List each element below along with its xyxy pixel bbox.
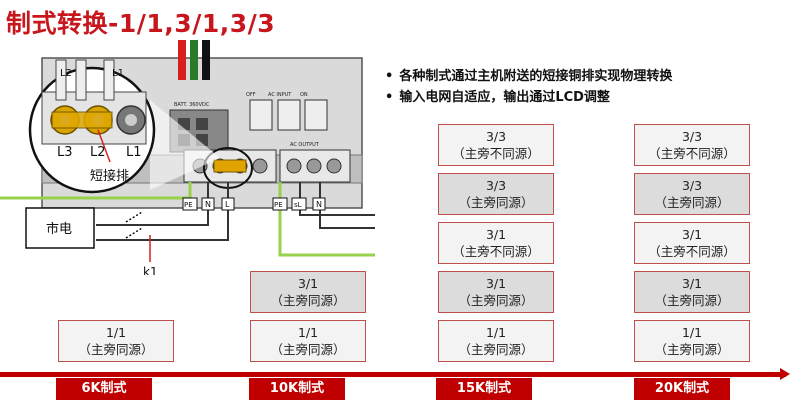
short-bar	[213, 159, 247, 173]
ac-output-label: AC OUTPUT	[290, 142, 320, 148]
mode-source: （主旁同源）	[270, 293, 346, 308]
mode-source: （主旁同源）	[458, 293, 534, 308]
mode-box: 1/1 （主旁同源）	[438, 320, 554, 362]
mode-ratio: 1/1	[105, 325, 127, 340]
mode-source: （主旁同源）	[654, 195, 730, 210]
green-probe	[190, 40, 198, 80]
mode-source: （主旁不同源）	[452, 146, 540, 161]
mode-source: （主旁同源）	[458, 342, 534, 357]
zoom-top-l1: L1	[112, 68, 124, 79]
batt-label: BATT. 360VDC	[174, 102, 210, 108]
red-probe	[178, 40, 186, 80]
mode-box: 1/1 （主旁同源）	[250, 320, 366, 362]
ac-input-label: AC INPUT	[268, 92, 292, 98]
term-pe-out: PE	[274, 201, 283, 209]
mode-source: （主旁同源）	[654, 293, 730, 308]
mode-source: （主旁同源）	[654, 342, 730, 357]
mode-box: 3/1 （主旁同源）	[250, 271, 366, 313]
mode-source: （主旁不同源）	[648, 244, 736, 259]
mode-box: 3/1 （主旁同源）	[438, 271, 554, 313]
mode-ratio: 1/1	[485, 325, 507, 340]
bullet-item: 各种制式通过主机附送的短接铜排实现物理转换	[385, 66, 672, 87]
wiring-diagram: BATT. 360VDC OFF AC INPUT ON AC OUTPUT L…	[0, 40, 375, 275]
off-label: OFF	[246, 92, 256, 98]
axis-arrow-icon	[780, 368, 790, 380]
term-pe-in: PE	[184, 201, 193, 209]
mode-ratio: 3/1	[485, 227, 507, 242]
term-n-out: N	[316, 200, 322, 209]
mode-ratio: 1/1	[681, 325, 703, 340]
mode-ratio: 3/1	[297, 276, 319, 291]
page-title: 制式转换-1/1,3/1,3/3	[6, 9, 276, 38]
on-label: ON	[300, 92, 308, 98]
mode-ratio: 1/1	[297, 325, 319, 340]
mode-box: 3/3 （主旁不同源）	[634, 124, 750, 166]
mode-box: 3/1 （主旁同源）	[634, 271, 750, 313]
bullet-list: 各种制式通过主机附送的短接铜排实现物理转换 输入电网自适应，输出通过LCD调整	[385, 66, 672, 108]
mode-box: 3/3 （主旁同源）	[438, 173, 554, 215]
mode-ratio: 3/3	[681, 178, 703, 193]
mode-label: 20K制式	[634, 378, 730, 400]
mode-source: （主旁同源）	[458, 195, 534, 210]
zoom-l2: L2	[90, 145, 106, 160]
mode-box: 3/1 （主旁不同源）	[438, 222, 554, 264]
term-sl-out: sL	[294, 201, 302, 209]
zoom-l3: L3	[57, 145, 73, 160]
timeline-axis	[0, 372, 786, 377]
zoom-top-l2: L2	[60, 68, 72, 79]
mode-ratio: 3/3	[485, 178, 507, 193]
term-n-in: N	[205, 200, 211, 209]
mode-ratio: 3/1	[681, 227, 703, 242]
zoom-l1: L1	[126, 145, 142, 160]
mode-label: 15K制式	[436, 378, 532, 400]
bullet-item: 输入电网自适应，输出通过LCD调整	[385, 87, 672, 108]
mode-ratio: 3/1	[485, 276, 507, 291]
mode-ratio: 3/3	[681, 129, 703, 144]
mode-source: （主旁不同源）	[648, 146, 736, 161]
mode-source: （主旁同源）	[270, 342, 346, 357]
mode-box: 3/3 （主旁不同源）	[438, 124, 554, 166]
mode-box: 3/1 （主旁不同源）	[634, 222, 750, 264]
mode-box: 3/3 （主旁同源）	[634, 173, 750, 215]
mode-source: （主旁同源）	[78, 342, 154, 357]
switch-label: k1	[143, 265, 158, 275]
mode-label: 10K制式	[249, 378, 345, 400]
mode-ratio: 3/1	[681, 276, 703, 291]
grid-box	[25, 207, 95, 249]
grid-label: 市电	[46, 221, 72, 237]
term-l-in: L	[225, 200, 230, 209]
mode-label: 6K制式	[56, 378, 152, 400]
mode-source: （主旁不同源）	[452, 244, 540, 259]
mode-box: 1/1 （主旁同源）	[634, 320, 750, 362]
mode-ratio: 3/3	[485, 129, 507, 144]
mode-box: 1/1 （主旁同源）	[58, 320, 174, 362]
black-probe	[202, 40, 210, 80]
short-bar-label: 短接排	[90, 168, 129, 184]
